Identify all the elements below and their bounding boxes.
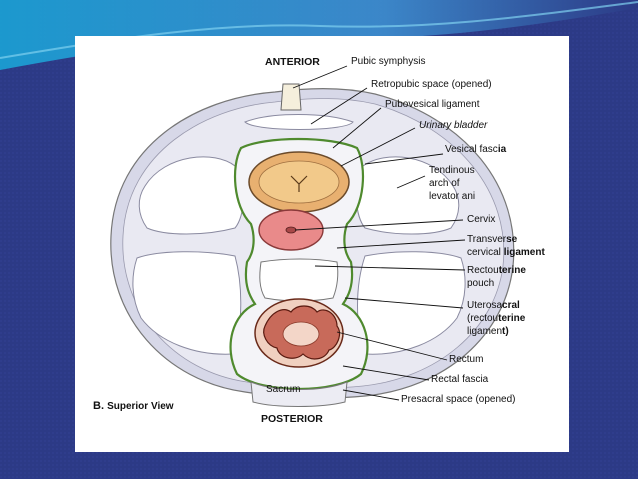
cervical-os bbox=[285, 226, 297, 234]
label-pubovesical-ligament: Pubovesical ligament bbox=[385, 99, 480, 110]
label-retropubic-space: Retropubic space (opened) bbox=[371, 79, 492, 90]
label-vesical-fascia-text: Vesical fasc bbox=[445, 144, 498, 155]
retropubic-space bbox=[244, 114, 354, 130]
label-rectouterine-paren-text: (rectou bbox=[467, 313, 499, 324]
label-rectouterine-line2: pouch bbox=[467, 278, 495, 289]
label-transverse-text: Transver bbox=[467, 234, 507, 245]
label-ligament-end-bold: t) bbox=[502, 326, 509, 337]
left-paravesical-space bbox=[138, 156, 244, 235]
bladder-trigone-mark bbox=[290, 175, 308, 192]
anatomy-figure-panel: ANTERIOR POSTERIOR B. Superior View Sacr… bbox=[75, 36, 569, 452]
view-caption: B. Superior View bbox=[93, 400, 174, 413]
label-transverse-bold: se bbox=[506, 234, 518, 245]
label-cervix: Cervix bbox=[467, 214, 496, 225]
label-rectouterine-line1: Rectouterine bbox=[467, 265, 526, 277]
label-vesical-fascia-bold: ia bbox=[497, 144, 507, 155]
label-rectum: Rectum bbox=[449, 354, 484, 365]
bladder-lumen bbox=[258, 160, 340, 204]
label-rectouterine-bold: terine bbox=[498, 265, 526, 276]
label-rectal-fascia: Rectal fascia bbox=[431, 374, 489, 385]
label-uterosacral-line2: (rectouterine bbox=[467, 313, 525, 325]
anterior-label: ANTERIOR bbox=[265, 56, 320, 68]
view-caption-text: Superior View bbox=[107, 401, 174, 412]
right-paravesical-space bbox=[355, 156, 460, 235]
label-uterosacral-line3: ligament) bbox=[467, 326, 509, 338]
pelvis-cross-section bbox=[110, 65, 515, 407]
label-transverse-line1: Transverse bbox=[467, 234, 517, 246]
label-vesical-fascia: Vesical fascia bbox=[445, 144, 506, 156]
header-wave-decoration bbox=[0, 0, 638, 70]
label-presacral-space: Presacral space (opened) bbox=[401, 394, 516, 405]
label-uterosacral-bold: cral bbox=[502, 300, 520, 311]
label-cervical-text: cervical bbox=[467, 247, 504, 258]
sacrum-label: Sacrum bbox=[266, 384, 301, 395]
label-rectouterine-text: Rectou bbox=[467, 265, 499, 276]
label-tendinous-line1: Tendinous bbox=[429, 165, 475, 176]
label-tendinous-line3: levator ani bbox=[429, 191, 476, 202]
posterior-label: POSTERIOR bbox=[261, 413, 323, 425]
sacrum bbox=[250, 381, 348, 407]
label-uterosacral-line1: Uterosacral bbox=[467, 300, 520, 312]
pointer-lines bbox=[292, 65, 466, 401]
pubic-symphysis bbox=[280, 83, 302, 111]
label-transverse-line2: cervical ligament bbox=[467, 247, 545, 259]
label-ligament-bold: ligament bbox=[503, 247, 545, 258]
rectal-lumen bbox=[282, 321, 320, 347]
label-uterosacral-text: Uterosa bbox=[467, 300, 503, 311]
label-tendinous-line2: arch of bbox=[429, 178, 460, 189]
label-ligament-text: ligamen bbox=[467, 326, 503, 337]
label-pubic-symphysis: Pubic symphysis bbox=[351, 56, 426, 67]
label-urinary-bladder: Urinary bladder bbox=[419, 120, 488, 131]
rectouterine-pouch bbox=[259, 258, 339, 302]
label-rectouterine-paren-bold: terine bbox=[498, 313, 526, 324]
view-caption-letter: B. bbox=[93, 400, 104, 412]
